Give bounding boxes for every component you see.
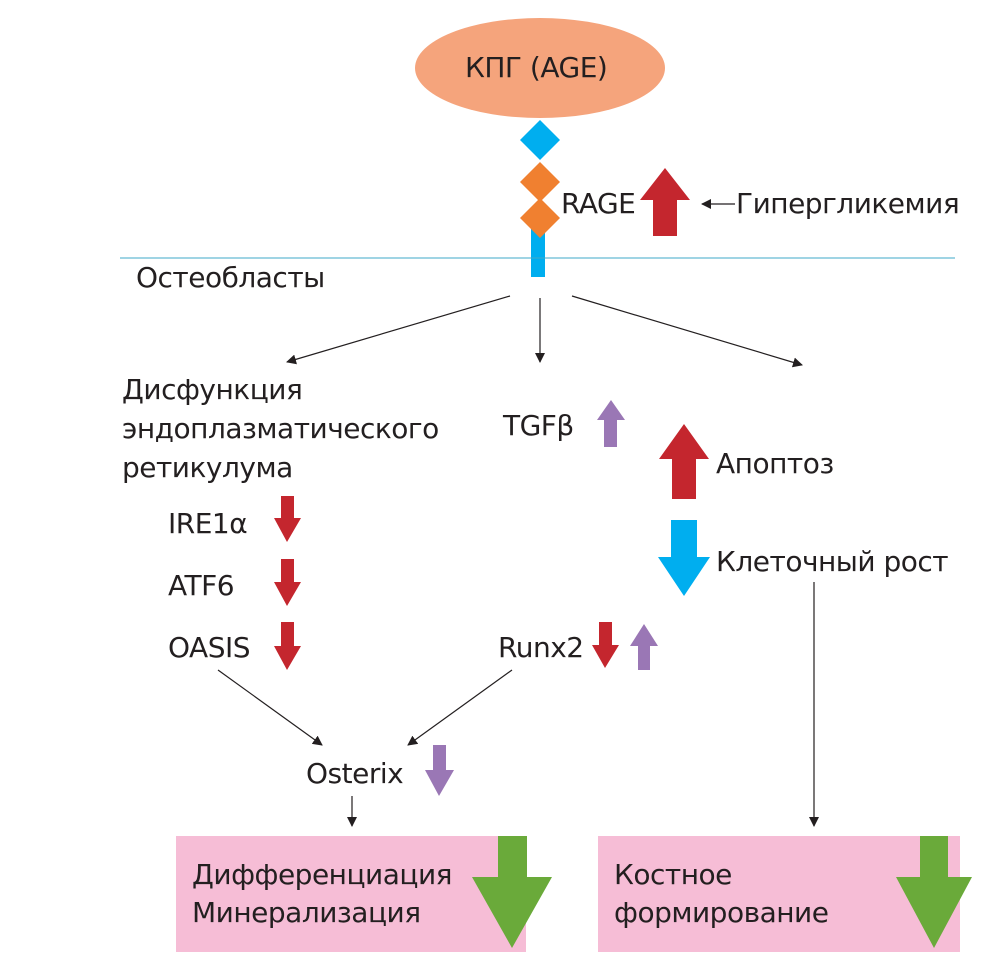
- differentiation-label: Дифференциация Минерализация: [192, 856, 453, 932]
- ire1a-label: IRE1α: [168, 507, 248, 540]
- rage-diamond-orange-1: [520, 162, 560, 202]
- tgfb-label: TGFβ: [503, 409, 574, 442]
- oasis-label: OASIS: [168, 631, 251, 664]
- hyperglycemia-label: Гипергликемия: [736, 187, 960, 220]
- osterix-label: Osterix: [306, 757, 404, 790]
- differentiation-line-2: Минерализация: [192, 896, 421, 929]
- er-dysfunction-line-3: ретикулума: [122, 451, 293, 484]
- runx2-down-arrow: [592, 622, 619, 668]
- differentiation-line-1: Дифференциация: [192, 858, 453, 891]
- atf6-label: ATF6: [168, 569, 235, 602]
- rage-diamond-orange-2: [520, 198, 560, 238]
- branch-arrow-left: [286, 295, 511, 365]
- rage-diamond-blue: [520, 120, 560, 160]
- er-dysfunction-line-2: эндоплазматического: [122, 412, 439, 445]
- apoptosis-up-arrow: [659, 424, 709, 499]
- er-dysfunction-line-1: Дисфункция: [122, 373, 303, 406]
- atf6-down-arrow: [274, 559, 301, 606]
- osterix-down-arrow: [425, 745, 454, 796]
- oasis-down-arrow: [274, 622, 301, 670]
- apoptosis-label: Апоптоз: [716, 447, 834, 480]
- branch-arrow-right: [571, 295, 803, 368]
- differentiation-down-arrow: [472, 836, 552, 948]
- osteoblasts-label: Остеобласты: [136, 261, 325, 294]
- age-ellipse: [415, 18, 665, 118]
- cell-growth-label: Клеточный рост: [716, 545, 949, 578]
- age-label: КПГ (AGE): [465, 51, 608, 84]
- rage-up-arrow: [640, 168, 690, 236]
- rage-stem: [531, 225, 545, 277]
- oasis-to-osterix-arrow: [217, 669, 323, 746]
- rage-label: RAGE: [561, 187, 636, 220]
- bone-formation-down-arrow: [896, 836, 972, 948]
- runx2-label: Runx2: [498, 631, 584, 664]
- differentiation-box: [176, 836, 526, 952]
- bone-formation-line-2: формирование: [614, 896, 829, 929]
- bone-formation-line-1: Костное: [614, 858, 732, 891]
- er-dysfunction-label: Дисфункция эндоплазматического ретикулум…: [122, 370, 439, 487]
- bone-formation-box: [598, 836, 960, 952]
- cell-growth-down-arrow: [658, 520, 710, 596]
- tgfb-up-arrow: [597, 400, 625, 447]
- ire1a-down-arrow: [274, 496, 301, 542]
- bone-formation-label: Костное формирование: [614, 856, 829, 932]
- runx2-up-arrow: [630, 624, 658, 670]
- runx2-to-osterix-arrow: [407, 669, 513, 746]
